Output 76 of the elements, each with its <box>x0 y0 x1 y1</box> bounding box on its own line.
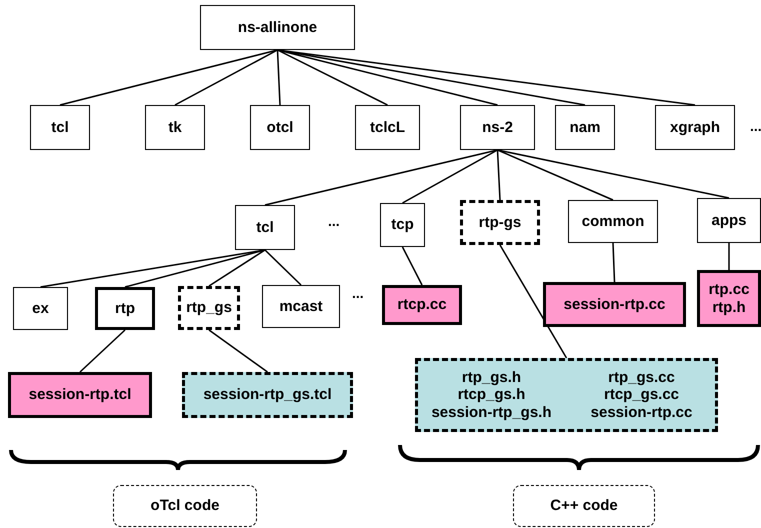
folder-name: rtp-gs <box>478 214 522 232</box>
tree-line <box>276 50 281 106</box>
file-box <box>697 270 761 327</box>
folder-box <box>655 105 735 150</box>
tree-line <box>402 149 498 204</box>
file-name: session-rtp_gs.h <box>431 404 552 421</box>
tree-line <box>79 329 126 373</box>
folder-box <box>460 200 540 245</box>
tree-line <box>499 244 568 358</box>
code-type-box <box>513 485 655 527</box>
folder-name: tcl <box>51 118 69 136</box>
code-type-label: oTcl code <box>150 497 220 515</box>
tree-line <box>497 149 614 201</box>
folder-box <box>95 287 155 330</box>
file-name: rtcp_gs.cc <box>602 386 680 404</box>
folder-name: rtp_gs <box>186 299 232 317</box>
folder-name: xgraph <box>670 118 720 136</box>
folder-name: tclcL <box>370 118 405 136</box>
ellipsis-text: ... <box>328 213 340 229</box>
folder-box <box>13 287 68 330</box>
tree-line <box>264 149 498 206</box>
folder-name: ns-allinone <box>238 18 318 36</box>
file-box <box>543 282 686 327</box>
folder-box <box>262 285 340 328</box>
file-name: session-rtp.tcl <box>28 386 132 404</box>
folder-box <box>460 105 535 150</box>
folder-box <box>355 105 420 150</box>
file-name: rtp_gs.cc <box>607 369 676 386</box>
file-box <box>382 285 462 325</box>
code-type-label: C++ code <box>550 497 618 515</box>
folder-name: apps <box>711 212 746 230</box>
tree-line <box>728 243 730 270</box>
folder-box <box>250 105 310 150</box>
folder-name: rtp <box>115 300 135 318</box>
tree-line <box>402 246 423 286</box>
tree-line <box>277 49 388 106</box>
file-name: rtcp.cc <box>397 296 447 314</box>
file-name: rtcp_gs.h <box>456 386 526 404</box>
folder-box <box>200 5 355 50</box>
folder-box <box>145 105 205 150</box>
folder-name: tcl <box>256 218 274 236</box>
tree-line <box>277 49 498 106</box>
file-box <box>182 372 353 418</box>
tree-line <box>496 150 501 200</box>
folder-name: mcast <box>279 298 323 316</box>
file-box <box>8 372 152 418</box>
tree-line <box>174 49 278 106</box>
file-name: session-rtp.cc <box>590 404 694 421</box>
folder-box <box>380 203 425 247</box>
folder-name: common <box>582 212 644 230</box>
tree-line <box>208 249 266 287</box>
folder-name: ex <box>32 300 49 318</box>
folder-name: tcp <box>391 216 414 234</box>
folder-box <box>235 205 295 250</box>
folder-box <box>697 198 761 243</box>
folder-name: nam <box>570 118 600 136</box>
folder-box <box>568 200 658 243</box>
file-name: rtp.cc <box>708 281 750 298</box>
file-name: rtp.h <box>712 298 746 316</box>
tree-line <box>60 49 278 106</box>
folder-name: otcl <box>266 118 294 136</box>
file-name: session-rtp.cc <box>564 296 666 314</box>
folder-box <box>178 286 240 330</box>
folder-name: ns-2 <box>482 118 513 136</box>
folder-box <box>555 105 615 150</box>
tree-line <box>208 329 268 373</box>
folder-name: tk <box>168 118 182 136</box>
ellipsis-text: ... <box>352 285 364 301</box>
tree-line <box>612 242 616 282</box>
file-box <box>415 358 718 432</box>
code-type-box <box>113 485 257 527</box>
file-name: rtp_gs.h <box>460 369 522 386</box>
ellipsis-text: ... <box>750 118 761 134</box>
file-name: session-rtp_gs.tcl <box>203 386 332 404</box>
folder-box <box>30 105 90 150</box>
tree-line <box>264 249 302 286</box>
